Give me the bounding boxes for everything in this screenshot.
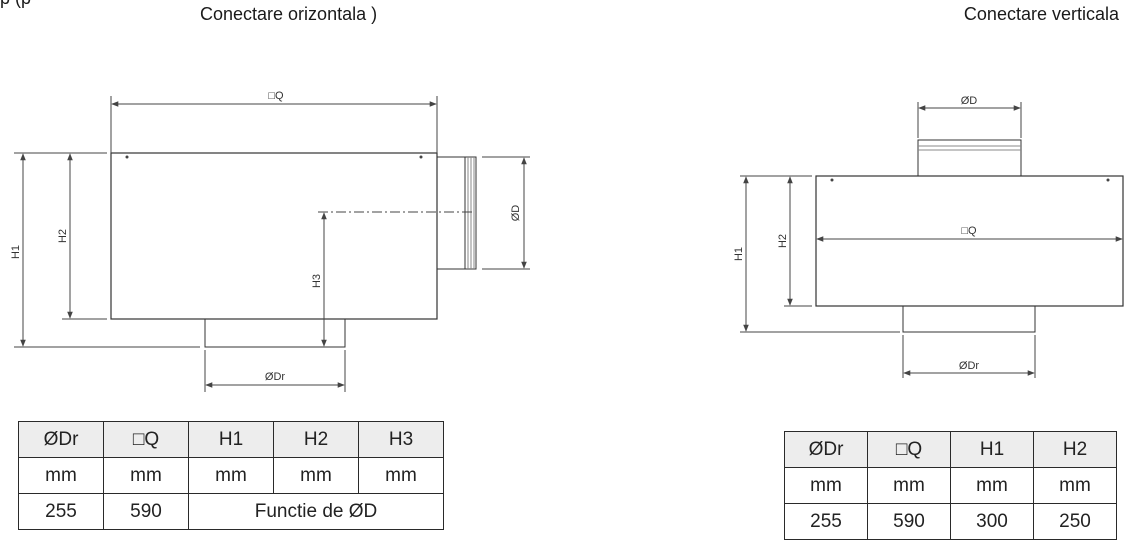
clipped-header-text: p (p bbox=[0, 0, 31, 9]
bottom-spigot-right bbox=[902, 305, 1036, 333]
table-header: ØDr bbox=[784, 431, 868, 468]
table-cell: mm bbox=[867, 467, 951, 504]
table-cell: mm bbox=[103, 457, 189, 494]
table-header: H2 bbox=[273, 421, 359, 458]
table-cell: mm bbox=[188, 457, 274, 494]
table-cell: 590 bbox=[103, 493, 189, 530]
box-body-left bbox=[110, 152, 438, 320]
label-h3-left: H3 bbox=[311, 274, 323, 288]
label-q-right: □Q bbox=[961, 225, 977, 237]
label-h1-left: H1 bbox=[10, 245, 22, 259]
spec-table-horizontal: ØDr □Q H1 H2 H3 mm mm mm mm mm 255 590 F… bbox=[18, 421, 444, 530]
label-dr-right: ØDr bbox=[959, 360, 980, 372]
table-header: H3 bbox=[358, 421, 444, 458]
bottom-spigot-left bbox=[204, 318, 346, 348]
table-cell: 590 bbox=[867, 503, 951, 540]
drawing-horizontal bbox=[14, 96, 530, 392]
table-cell: 250 bbox=[1033, 503, 1117, 540]
table-cell: mm bbox=[950, 467, 1034, 504]
label-d-left: ØD bbox=[510, 205, 522, 222]
table-cell-merged: Functie de ØD bbox=[188, 493, 444, 530]
side-spigot bbox=[436, 156, 466, 270]
table-header: □Q bbox=[867, 431, 951, 468]
table-cell: mm bbox=[273, 457, 359, 494]
table-header: ØDr bbox=[18, 421, 104, 458]
label-d-right: ØD bbox=[961, 95, 978, 107]
box-body-right bbox=[815, 175, 1124, 307]
table-row-headers: ØDr □Q H1 H2 bbox=[784, 431, 1117, 468]
table-header: □Q bbox=[103, 421, 189, 458]
table-row-headers: ØDr □Q H1 H2 H3 bbox=[18, 421, 444, 458]
table-cell: mm bbox=[18, 457, 104, 494]
table-row-units: mm mm mm mm bbox=[784, 467, 1117, 504]
table-cell: 300 bbox=[950, 503, 1034, 540]
top-spigot bbox=[917, 139, 1022, 177]
table-row-values: 255 590 Functie de ØD bbox=[18, 493, 444, 530]
label-q-left: □Q bbox=[268, 90, 284, 102]
drawing-vertical bbox=[740, 102, 1124, 378]
table-cell: mm bbox=[784, 467, 868, 504]
title-horizontal-connection: Conectare orizontala ) bbox=[200, 4, 378, 24]
spec-table-vertical: ØDr □Q H1 H2 mm mm mm mm 255 590 300 250 bbox=[784, 431, 1117, 540]
label-dr-left: ØDr bbox=[265, 371, 286, 383]
label-h1-right: H1 bbox=[733, 247, 745, 261]
table-row-values: 255 590 300 250 bbox=[784, 503, 1117, 540]
label-h2-left: H2 bbox=[57, 229, 69, 243]
label-h2-right: H2 bbox=[777, 234, 789, 248]
table-row-units: mm mm mm mm mm bbox=[18, 457, 444, 494]
table-cell: 255 bbox=[784, 503, 868, 540]
table-cell: 255 bbox=[18, 493, 104, 530]
table-header: H2 bbox=[1033, 431, 1117, 468]
table-header: H1 bbox=[950, 431, 1034, 468]
table-header: H1 bbox=[188, 421, 274, 458]
title-vertical-connection: Conectare verticala bbox=[963, 4, 1119, 24]
table-cell: mm bbox=[1033, 467, 1117, 504]
table-cell: mm bbox=[358, 457, 444, 494]
